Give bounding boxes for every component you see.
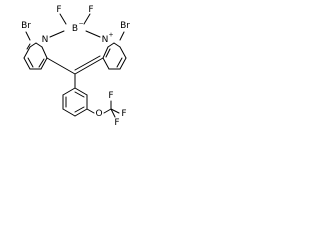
bond-ph3-ph4 — [62, 108, 76, 117]
bond-c12-c13 — [119, 57, 127, 70]
bond-c10-c10-double — [105, 48, 111, 58]
bond-c10-c11 — [102, 57, 110, 70]
bond-b-f-right — [83, 13, 91, 25]
atom-f-cf3-top: F — [108, 91, 113, 101]
bond-ph4-ph5 — [74, 108, 88, 117]
bond-c9-n-right — [113, 42, 121, 48]
bond-c3-n-left — [29, 42, 37, 48]
bond-b-f-left — [59, 13, 67, 25]
bond-c3-br-left — [25, 31, 31, 41]
chemical-structure: Br Br F F B − N N + O F F F — [21, 5, 130, 128]
bond-c7-c6-double — [27, 57, 34, 68]
bond-b-n-right — [85, 30, 101, 38]
atom-labels: Br Br F F B − N N + O F F F — [21, 5, 130, 128]
bond-c9-c10 — [102, 46, 109, 59]
atom-oxygen: O — [95, 109, 102, 119]
bond-n-left-c2 — [35, 42, 43, 48]
atom-f-cf3-bottom: F — [114, 118, 119, 128]
charge-boron: − — [78, 21, 83, 28]
atom-boron: B — [72, 24, 78, 34]
charge-n-right: + — [108, 32, 113, 39]
bond-cf3-f-bottom — [110, 108, 116, 118]
bond-c3-c2 — [41, 46, 48, 59]
bond-ph6-ph1-double — [74, 91, 85, 98]
atom-br-left: Br — [21, 21, 31, 31]
bond-c12-c13-double — [116, 57, 123, 68]
bond-cf3-f-mid — [110, 108, 120, 114]
atom-f-right: F — [88, 5, 93, 15]
bond-c3-c3-double — [26, 43, 31, 50]
atom-f-left: F — [56, 5, 61, 15]
atom-n-right: N — [102, 35, 109, 45]
bonds — [23, 13, 127, 118]
atom-n-left: N — [42, 35, 49, 45]
bond-o-cf3 — [103, 108, 112, 114]
atom-br-right: Br — [120, 21, 130, 31]
bond-n-right-c10 — [107, 42, 115, 48]
atom-f-cf3-mid: F — [121, 109, 126, 119]
bond-c9-br-right — [119, 31, 125, 41]
bond-c1-c1-double — [38, 58, 45, 68]
bond-ph1-ph2 — [62, 87, 76, 96]
bond-c13-c9 — [119, 46, 127, 59]
bond-c2-c1 — [40, 57, 48, 70]
bond-ph5-o — [86, 108, 95, 114]
bond-ph4-ph5-double — [74, 106, 85, 113]
bond-c2-meso — [46, 57, 76, 75]
bond-c6-c3 — [23, 46, 31, 59]
bond-n-left-b — [49, 30, 65, 38]
bond-ph6-ph1 — [74, 87, 88, 96]
bond-meso-double — [74, 55, 101, 71]
bond-c7-c6 — [23, 57, 31, 70]
bond-meso-c10 — [74, 57, 104, 75]
